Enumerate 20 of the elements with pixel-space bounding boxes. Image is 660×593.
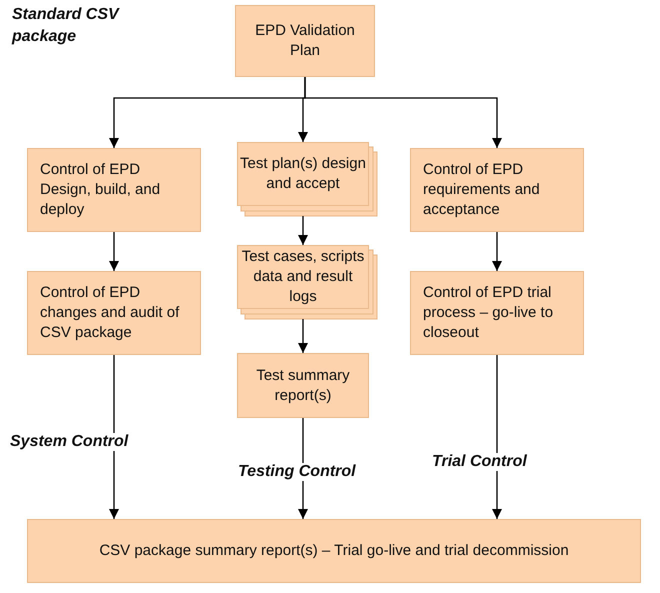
arrow [492,355,502,519]
process-box: Control of EPD trial process – go-live to closeout [410,271,584,355]
arrow [109,355,119,519]
arrow [492,232,502,271]
process-box: EPD Validation Plan [235,5,375,77]
edge-label: Trial Control [430,453,529,471]
arrow [109,232,119,271]
arrow [298,319,308,353]
process-box: Test summary report(s) [237,353,369,418]
process-box: Test cases, scripts data and result logs [237,245,369,309]
edge-label: Testing Control [236,463,358,481]
arrow [304,77,502,148]
process-box: Control of EPD Design, build, and deploy [27,148,201,232]
process-box: Control of EPD requirements and acceptance [410,148,584,232]
process-box: Test plan(s) design and accept [237,142,369,206]
note-text: Standard CSV package [12,5,121,48]
arrow [298,216,308,245]
process-box: CSV package summary report(s) – Trial go-live and trial decommission [27,519,641,583]
process-box: Control of EPD changes and audit of CSV package [27,271,201,355]
edge-label: System Control [8,433,130,451]
